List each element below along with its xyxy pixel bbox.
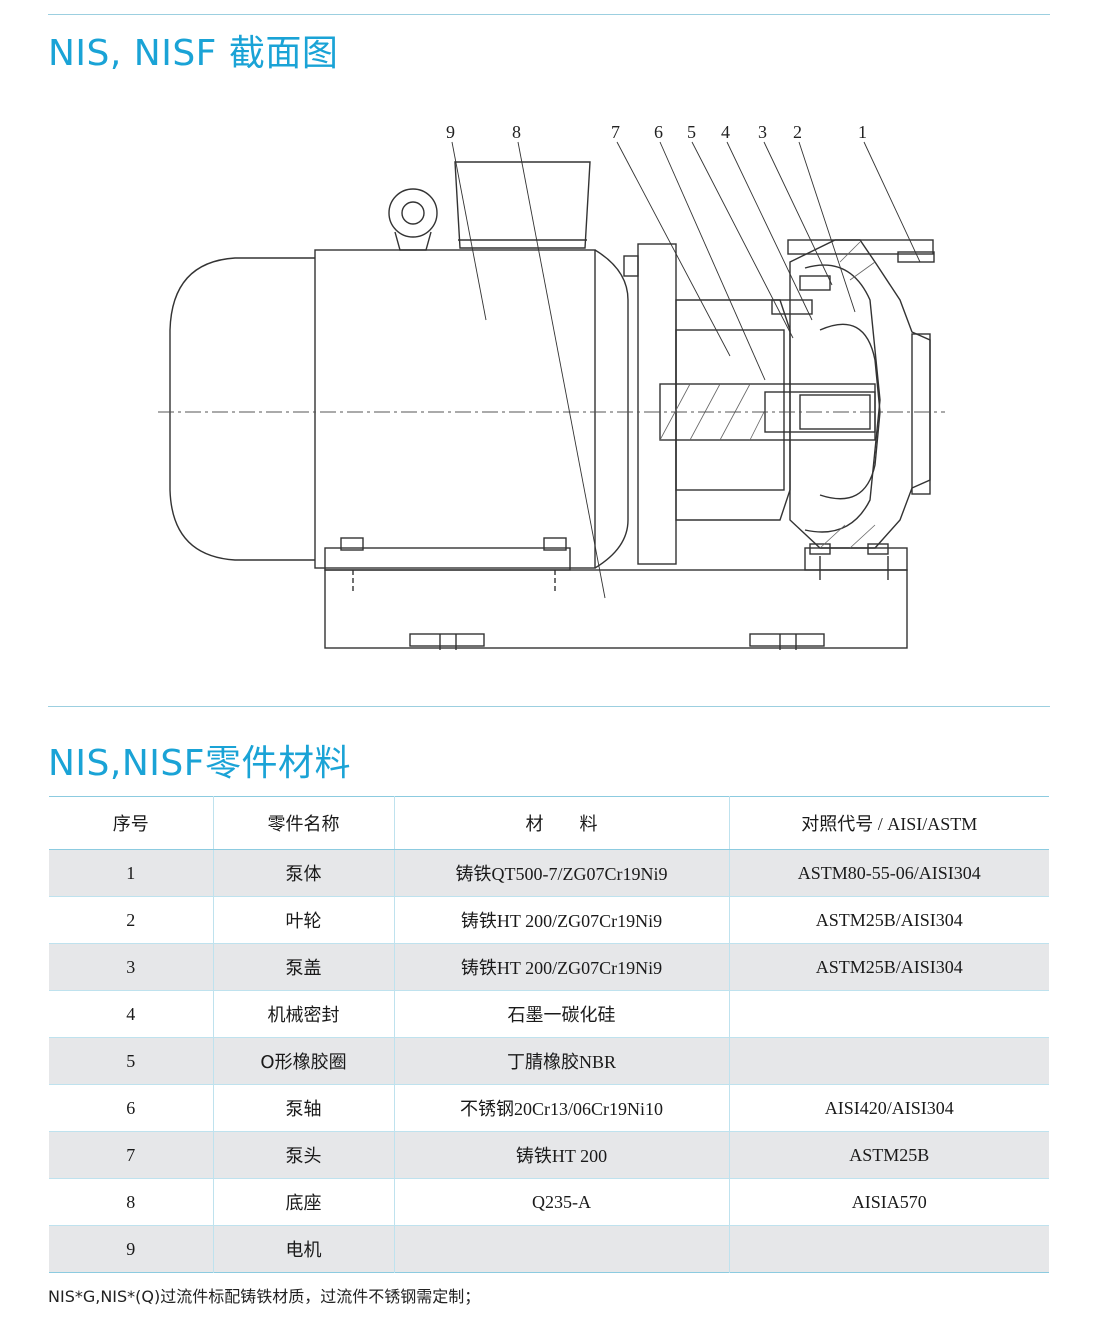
- cell-standard-code: ASTM25B/AISI304: [815, 909, 963, 930]
- header-standard-code: 对照代号 / AISI/ASTM: [729, 796, 1049, 850]
- cell-part-name: 底座: [213, 1178, 395, 1226]
- cell-index: 3: [49, 943, 214, 991]
- parts-materials-table: 序号 零件名称 材 料 对照代号 / AISI/ASTM 1 泵体 铸铁QT50…: [49, 796, 1049, 1273]
- motor-end-cap: [169, 257, 315, 561]
- table-row: 1 泵体 铸铁QT500-7/ZG07Cr19Ni9 ASTM80-55-06/…: [49, 849, 1049, 897]
- cell-part-name: 电机: [213, 1225, 395, 1273]
- callout-8: 8: [512, 122, 521, 142]
- cell-material: 铸铁HT 200/ZG07Cr19Ni9: [394, 943, 730, 991]
- header-index: 序号: [49, 796, 214, 850]
- pump-head-bracket: [675, 299, 791, 521]
- header-material: 材 料: [394, 796, 730, 850]
- cell-part-name: 泵体: [213, 849, 395, 897]
- table-row: 2 叶轮 铸铁HT 200/ZG07Cr19Ni9 ASTM25B/AISI30…: [49, 896, 1049, 944]
- cell-part-name: 叶轮: [213, 896, 395, 944]
- base-frame: [324, 569, 908, 649]
- cell-material: 丁腈橡胶NBR: [394, 1037, 730, 1085]
- table-row: 4 机械密封 石墨一碳化硅: [49, 990, 1049, 1038]
- cell-material: Q235-A: [394, 1178, 730, 1226]
- footnote: NIS*G,NIS*(Q)过流件标配铸铁材质，过流件不锈钢需定制；: [48, 1287, 481, 1306]
- pump-casing: [789, 239, 931, 549]
- cell-part-name: 机械密封: [213, 990, 395, 1038]
- cell-index: 2: [49, 896, 214, 944]
- cell-standard-code: ASTM25B/AISI304: [815, 956, 963, 977]
- cell-material: 不锈钢20Cr13/06Cr19Ni10: [394, 1084, 730, 1132]
- cell-material: 铸铁HT 200/ZG07Cr19Ni9: [394, 896, 730, 944]
- section-divider: [48, 706, 1050, 707]
- header-part-name: 零件名称: [213, 796, 395, 850]
- cell-index: 9: [49, 1225, 214, 1273]
- callout-6: 6: [654, 122, 663, 142]
- cell-standard-code: [729, 1038, 1049, 1085]
- callout-2: 2: [793, 122, 802, 142]
- callout-5: 5: [687, 122, 696, 142]
- cell-material: [394, 1225, 730, 1273]
- top-rule: [48, 14, 1050, 15]
- cell-index: 8: [49, 1178, 214, 1226]
- cell-index: 5: [49, 1037, 214, 1085]
- cell-part-name: 泵头: [213, 1131, 395, 1179]
- table-row: 7 泵头 铸铁HT 200 ASTM25B: [49, 1131, 1049, 1179]
- cell-index: 7: [49, 1131, 214, 1179]
- table-row: 3 泵盖 铸铁HT 200/ZG07Cr19Ni9 ASTM25B/AISI30…: [49, 943, 1049, 991]
- motor-body: [314, 249, 596, 569]
- terminal-box: [454, 161, 591, 249]
- callout-7: 7: [611, 122, 620, 142]
- cell-index: 4: [49, 990, 214, 1038]
- table-row: 6 泵轴 不锈钢20Cr13/06Cr19Ni10 AISI420/AISI30…: [49, 1084, 1049, 1132]
- cell-part-name: 泵盖: [213, 943, 395, 991]
- callout-4: 4: [721, 122, 730, 142]
- lifting-eye: [388, 188, 438, 238]
- cell-standard-code: ASTM80-55-06/AISI304: [797, 862, 981, 883]
- cell-part-name: 泵轴: [213, 1084, 395, 1132]
- section-title-parts-materials: NIS,NISF零件材料: [48, 743, 351, 784]
- callout-3: 3: [758, 122, 767, 142]
- cell-standard-code: [729, 1226, 1049, 1273]
- cell-material: 铸铁HT 200: [394, 1131, 730, 1179]
- cell-standard-code: ASTM25B: [849, 1144, 930, 1165]
- callout-9: 9: [446, 122, 455, 142]
- table-header-row: 序号 零件名称 材 料 对照代号 / AISI/ASTM: [49, 796, 1049, 850]
- callout-1: 1: [858, 122, 867, 142]
- motor-flange: [637, 243, 677, 565]
- pump-cross-section-drawing: 9 8 7 6 5 4 3 2 1: [158, 122, 945, 650]
- table-row: 9 电机: [49, 1225, 1049, 1273]
- cell-standard-code: AISIA570: [851, 1191, 927, 1212]
- cell-index: 6: [49, 1084, 214, 1132]
- cell-material: 铸铁QT500-7/ZG07Cr19Ni9: [394, 849, 730, 897]
- cell-standard-code: [729, 991, 1049, 1038]
- cell-standard-code: AISI420/AISI304: [824, 1097, 954, 1118]
- section-title-cross-section: NIS, NISF 截面图: [48, 33, 339, 74]
- cell-part-name: O形橡胶圈: [213, 1037, 395, 1085]
- table-row: 8 底座 Q235-A AISIA570: [49, 1178, 1049, 1226]
- table-row: 5 O形橡胶圈 丁腈橡胶NBR: [49, 1037, 1049, 1085]
- cell-index: 1: [49, 849, 214, 897]
- cell-material: 石墨一碳化硅: [394, 990, 730, 1038]
